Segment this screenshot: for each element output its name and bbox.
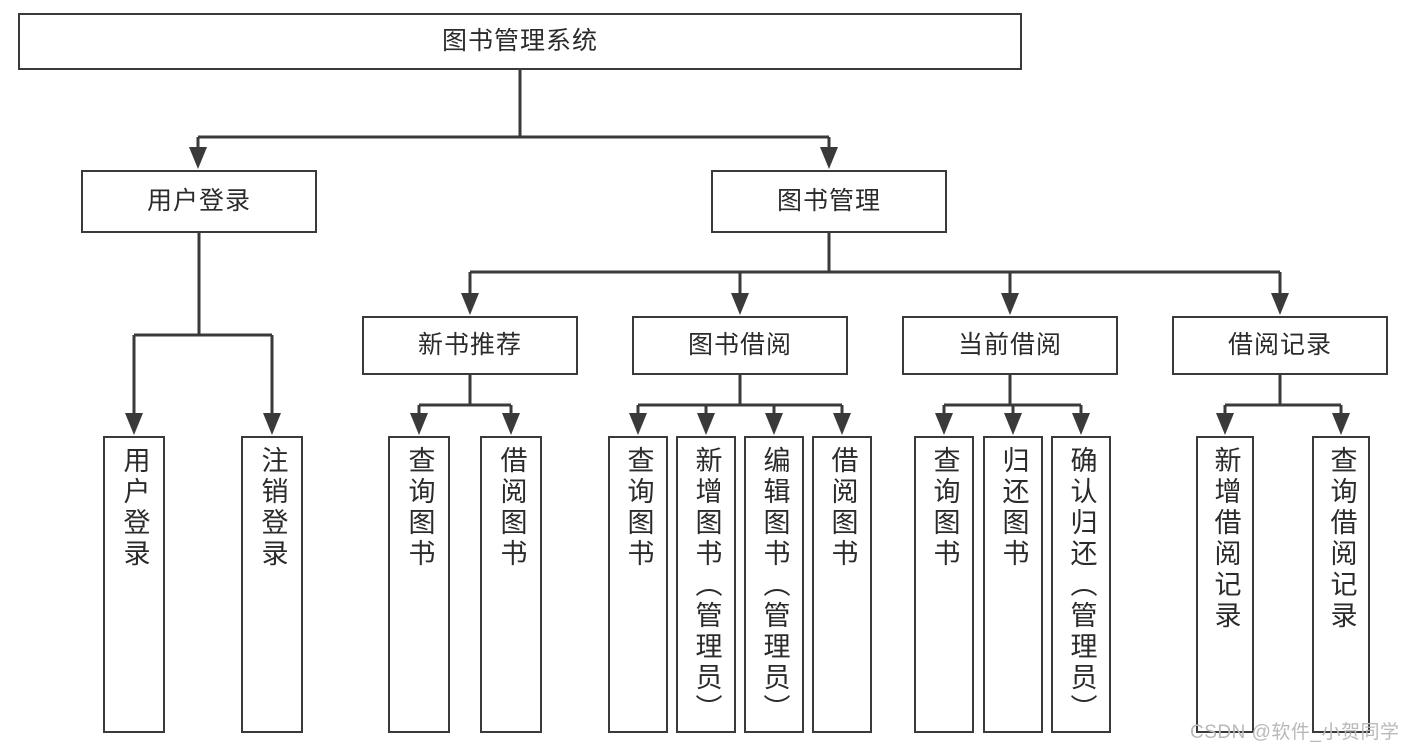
node-label: 用户登录: [119, 446, 150, 570]
node-leaf-logout: 注销登录: [241, 436, 303, 733]
node-label: 当前借阅: [957, 330, 1062, 359]
node-label: 查询图书: [623, 446, 654, 570]
node-label: 借阅图书: [827, 446, 858, 570]
node-label: 归还图书: [998, 446, 1029, 570]
node-label: 用户登录: [146, 186, 251, 215]
node-leaf-add-borrow-record: 新增借阅记录: [1196, 436, 1254, 733]
node-label: 注销登录: [257, 446, 288, 570]
node-label: 图书借阅: [687, 330, 792, 359]
node-label: 新增图书（管理员）: [691, 446, 722, 725]
node-label: 借阅记录: [1227, 330, 1332, 359]
node-label: 借阅图书: [496, 446, 527, 570]
node-label: 图书管理: [776, 186, 881, 215]
node-root: 图书管理系统: [18, 13, 1022, 70]
node-leaf-query-borrow-record: 查询借阅记录: [1312, 436, 1370, 733]
node-leaf-return-book: 归还图书: [983, 436, 1043, 733]
node-leaf-confirm-return-admin: 确认归还（管理员）: [1051, 436, 1111, 733]
node-current-borrow: 当前借阅: [902, 316, 1118, 375]
node-leaf-query-book-cur: 查询图书: [914, 436, 974, 733]
node-leaf-edit-book-admin: 编辑图书（管理员）: [744, 436, 804, 733]
node-leaf-user-login: 用户登录: [103, 436, 165, 733]
node-leaf-add-book-admin: 新增图书（管理员）: [676, 436, 736, 733]
node-leaf-query-book-rec: 查询图书: [388, 436, 450, 733]
node-new-book-recommend: 新书推荐: [362, 316, 578, 375]
node-user-login: 用户登录: [81, 170, 317, 233]
node-leaf-borrow-book: 借阅图书: [812, 436, 872, 733]
node-label: 新书推荐: [417, 330, 522, 359]
node-label: 编辑图书（管理员）: [759, 446, 790, 725]
node-label: 确认归还（管理员）: [1066, 446, 1097, 725]
node-book-borrow: 图书借阅: [632, 316, 848, 375]
node-leaf-query-book-borrow: 查询图书: [608, 436, 668, 733]
node-book-manage: 图书管理: [711, 170, 947, 233]
node-label: 查询图书: [404, 446, 435, 570]
node-borrow-record: 借阅记录: [1172, 316, 1388, 375]
node-label: 查询图书: [929, 446, 960, 570]
node-label: 查询借阅记录: [1326, 446, 1357, 632]
node-leaf-borrow-book-rec: 借阅图书: [480, 436, 542, 733]
node-label: 图书管理系统: [441, 26, 598, 55]
csdn-watermark: CSDN @软件_小贺同学: [1190, 722, 1400, 743]
node-label: 新增借阅记录: [1210, 446, 1241, 632]
